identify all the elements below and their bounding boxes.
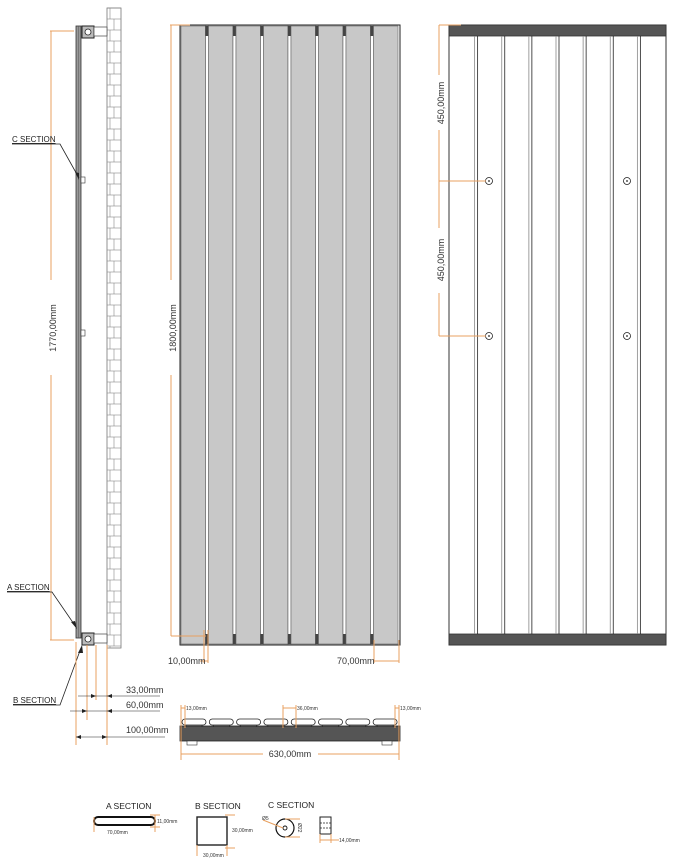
front-panel <box>180 25 206 645</box>
section-c-thickness: 14,00mm <box>339 838 360 844</box>
side-height-dimension: 1770,00mm <box>48 304 58 352</box>
top-width-dimension: 630,00mm <box>269 749 312 759</box>
gap-dimension: 10,00mm <box>168 656 206 666</box>
section-b-shape <box>196 816 228 846</box>
section-details: A SECTION 11,00mm 70,00mm B SECTION 30,0… <box>93 800 360 859</box>
section-a-shape <box>93 816 156 826</box>
section-c-title: C SECTION <box>268 800 314 810</box>
upper-spacing-dimension: 450,00mm <box>436 82 446 125</box>
front-panel <box>345 25 371 645</box>
front-panel <box>290 25 316 645</box>
section-c-hole: Ø5 <box>262 816 269 822</box>
dimension-33: 33,00mm <box>126 685 164 695</box>
section-a-title: A SECTION <box>106 801 151 811</box>
section-b-height: 30,00mm <box>232 828 253 834</box>
dimension-100: 100,00mm <box>126 725 169 735</box>
wall <box>106 7 122 649</box>
section-a-width: 70,00mm <box>107 830 128 836</box>
back-view: 450,00mm 450,00mm <box>436 24 667 646</box>
top-spacing-dimension: 36,00mm <box>297 706 318 712</box>
top-edge-left-dimension: 13,00mm <box>186 706 207 712</box>
section-c-outer: Ø22 <box>296 823 302 833</box>
mount-hole-icon <box>485 332 493 340</box>
front-height-dimension: 1800,00mm <box>168 304 178 352</box>
front-panel <box>373 25 399 645</box>
mount-hole-icon <box>623 177 631 185</box>
front-panel <box>208 25 234 645</box>
dimension-60: 60,00mm <box>126 700 164 710</box>
section-a-depth: 11,00mm <box>157 819 177 825</box>
mount-hole-icon <box>623 332 631 340</box>
section-c-side <box>319 816 332 835</box>
front-view: 1800,00mm 10,00mm 70,00mm <box>168 24 401 666</box>
bottom-header-bar <box>448 633 667 646</box>
mount-hole-icon <box>485 177 493 185</box>
front-panel <box>263 25 289 645</box>
front-panel <box>235 25 261 645</box>
top-edge-right-dimension: 13,00mm <box>400 706 421 712</box>
top-view: 13,00mm 36,00mm 13,00mm 630,00mm <box>179 705 421 760</box>
a-section-label: A SECTION <box>7 583 50 592</box>
panel-width-dimension: 70,00mm <box>337 656 375 666</box>
lower-spacing-dimension: 450,00mm <box>436 239 446 282</box>
side-view: 1770,00mm C SECTION A SECTION B SECTION … <box>7 7 169 745</box>
section-b-width: 30,00mm <box>203 853 224 859</box>
c-section-label: C SECTION <box>12 135 56 144</box>
b-section-label: B SECTION <box>13 696 56 705</box>
top-header-bar <box>448 24 667 37</box>
front-panel <box>318 25 344 645</box>
section-b-title: B SECTION <box>195 801 241 811</box>
